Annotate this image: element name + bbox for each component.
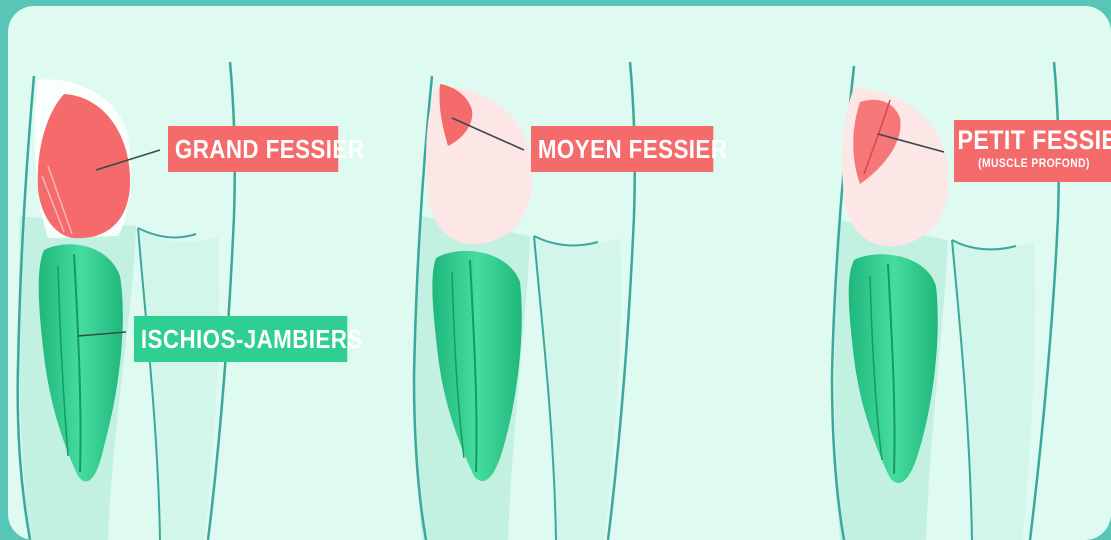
anatomy-illustration xyxy=(8,6,1111,540)
label-ischios-jambiers: ISCHIOS-JAMBIERS xyxy=(134,316,347,362)
label-petit-fessier-title: PETIT FESSIER xyxy=(957,125,1110,155)
illustration-panel: GRAND FESSIER MOYEN FESSIER PETIT FESSIE… xyxy=(8,6,1111,540)
label-petit-fessier-note: (MUSCLE PROFOND) xyxy=(957,155,1110,171)
right-thigh-silhouette xyxy=(138,226,219,540)
right-thigh-silhouette xyxy=(950,240,1035,540)
label-petit-fessier: PETIT FESSIER (MUSCLE PROFOND) xyxy=(954,120,1111,182)
right-thigh-silhouette xyxy=(532,236,621,540)
label-grand-fessier: GRAND FESSIER xyxy=(168,126,338,172)
label-moyen-fessier: MOYEN FESSIER xyxy=(531,126,713,172)
